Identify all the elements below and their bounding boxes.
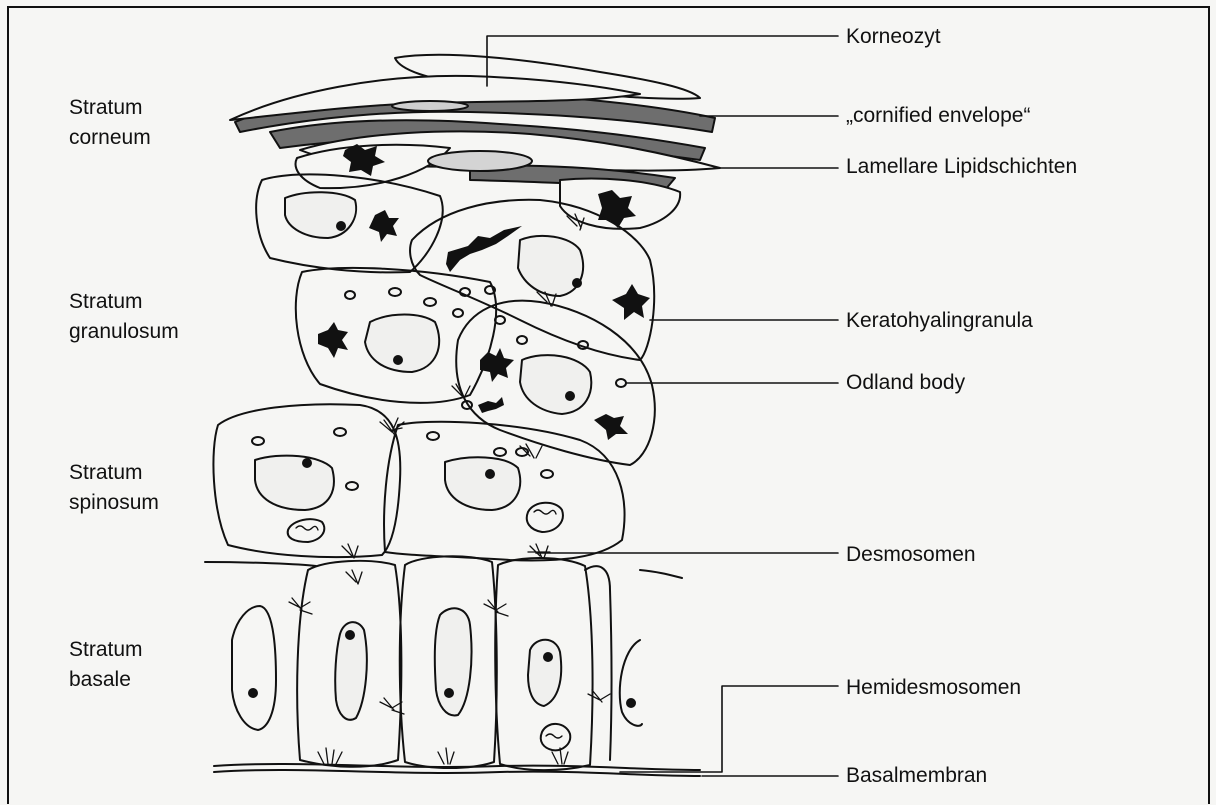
hemidesmosome (318, 748, 342, 764)
odland-body (616, 379, 626, 387)
nucleus (285, 192, 356, 238)
odland-body (346, 482, 358, 490)
nucleus (518, 236, 583, 296)
nucleolus (345, 630, 355, 640)
nucleolus (626, 698, 636, 708)
nucleolus (572, 278, 582, 288)
odland-body (334, 428, 346, 436)
odland-body (517, 336, 527, 344)
nucleolus (393, 355, 403, 365)
keratohyalin-granule (612, 284, 650, 320)
corneocyte-remnant (428, 151, 532, 171)
corneocyte-remnant (392, 101, 468, 111)
desmosome (346, 570, 362, 584)
odland-body (541, 470, 553, 478)
nucleolus (565, 391, 575, 401)
nucleolus (302, 458, 312, 468)
keratohyalin-granule (318, 322, 348, 358)
keratohyalin-granule (369, 210, 399, 242)
desmosome (528, 544, 550, 558)
basal-cell (620, 640, 642, 726)
mitochondrion-cristae (296, 526, 318, 530)
nucleus (255, 456, 334, 510)
desmosome (588, 690, 610, 702)
nucleus (445, 457, 520, 510)
keratohyalin-granule (478, 397, 504, 413)
odland-body (453, 309, 463, 317)
odland-body (389, 288, 401, 296)
odland-body (252, 437, 264, 445)
mitochondrion (288, 519, 325, 542)
mitochondrion (527, 503, 563, 532)
basal-layer-outline (205, 562, 682, 578)
mitochondrion-cristae (534, 510, 556, 514)
stratum-basale-cells (205, 556, 682, 770)
odland-body (424, 298, 436, 306)
nucleolus (444, 688, 454, 698)
nucleus (528, 640, 561, 706)
nucleus (365, 315, 439, 373)
keratohyalin-granule (446, 226, 522, 272)
nucleolus (248, 688, 258, 698)
nucleus (435, 608, 472, 715)
keratohyalin-granule (480, 348, 514, 382)
nucleolus (543, 652, 553, 662)
leader-hemidesmosomen (620, 686, 838, 772)
nucleolus (336, 221, 346, 231)
basal-membrane-line (214, 770, 700, 776)
basal-cell (232, 606, 276, 730)
odland-body (494, 448, 506, 456)
nucleus (520, 355, 591, 414)
nucleolus (485, 469, 495, 479)
stratum-spinosum-cells (213, 404, 624, 560)
mitochondrion-cristae (546, 734, 562, 738)
keratohyalin-granule (594, 414, 628, 440)
hemidesmosome (438, 748, 454, 764)
odland-body (427, 432, 439, 440)
hemidesmosomes (318, 748, 568, 764)
odland-body (345, 291, 355, 299)
